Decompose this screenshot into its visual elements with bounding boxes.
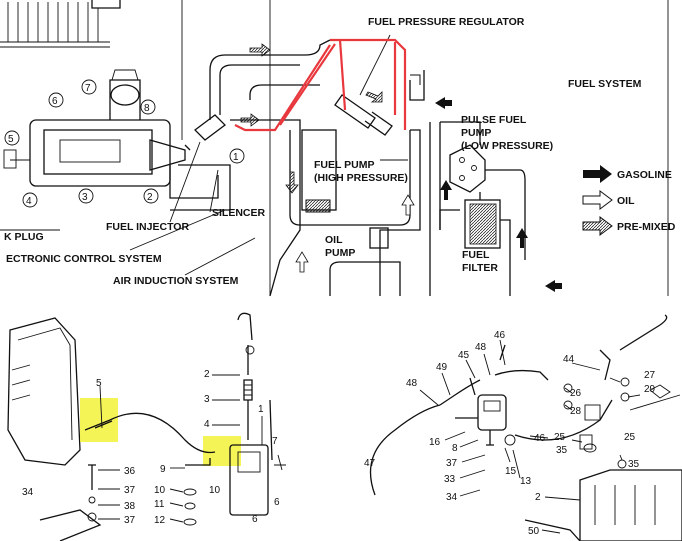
callout-50: 50 xyxy=(528,526,540,537)
callout-6b: 6 xyxy=(274,497,280,508)
label-fuel-injector: FUEL INJECTOR xyxy=(106,221,189,233)
engine-cylinder xyxy=(3,69,186,187)
legend-oil: OIL xyxy=(617,195,635,207)
svg-text:7: 7 xyxy=(85,83,91,94)
callout-33: 33 xyxy=(444,474,456,485)
label-fuel-filter-line1: FUEL xyxy=(462,249,490,261)
callout-46a: 46 xyxy=(494,330,506,341)
label-oil-pump-line1: OIL xyxy=(325,234,343,246)
svg-text:2: 2 xyxy=(147,192,153,203)
fuel-return-flow xyxy=(234,38,407,132)
label-air-induction: AIR INDUCTION SYSTEM xyxy=(113,275,239,287)
highlight-hose-9 xyxy=(203,436,241,466)
callout-47: 47 xyxy=(364,458,376,469)
callout-15: 15 xyxy=(505,466,517,477)
label-oil-pump-line2: PUMP xyxy=(325,247,355,259)
legend-pre-mixed: PRE-MIXED xyxy=(617,221,676,233)
callout-44: 44 xyxy=(563,354,575,365)
callout-46b: 46 xyxy=(534,433,546,444)
callout-25b: 25 xyxy=(624,432,636,443)
label-pulse-pump-line3: (LOW PRESSURE) xyxy=(461,140,553,152)
callout-35a: 35 xyxy=(556,445,568,456)
flow-legend: GASOLINE OIL PRE-MIXED xyxy=(582,165,676,236)
callout-10b: 10 xyxy=(209,485,221,496)
callout-29: 29 xyxy=(644,384,656,395)
callout-26: 26 xyxy=(570,388,582,399)
svg-text:5: 5 xyxy=(8,134,14,145)
label-fuel-filter-line2: FILTER xyxy=(462,262,498,274)
callout-1: 1 xyxy=(258,404,264,415)
injector-and-hoses xyxy=(169,39,331,297)
callout-5: 5 xyxy=(96,378,102,389)
legend-gasoline: GASOLINE xyxy=(617,169,672,181)
label-pulse-pump-line2: PUMP xyxy=(461,127,491,139)
label-pulse-pump-line1: PULSE FUEL xyxy=(461,114,527,126)
signal-wires xyxy=(0,0,121,48)
callout-38: 38 xyxy=(124,501,136,512)
fuel-system-schematic: 5 7 6 8 4 3 2 1 xyxy=(0,0,676,297)
svg-text:6: 6 xyxy=(52,96,58,107)
svg-text:4: 4 xyxy=(26,196,32,207)
svg-text:3: 3 xyxy=(82,192,88,203)
fuel-filter xyxy=(439,192,511,296)
svg-text:8: 8 xyxy=(144,103,150,114)
callout-36: 36 xyxy=(124,466,136,477)
label-fuel-pump-line1: FUEL PUMP xyxy=(314,159,374,171)
callout-48a: 48 xyxy=(475,342,487,353)
callout-6a: 6 xyxy=(252,514,258,525)
label-fuel-pump-line2: (HIGH PRESSURE) xyxy=(314,172,408,184)
vapor-separator-tank xyxy=(289,122,441,296)
callout-27: 27 xyxy=(644,370,656,381)
highlight-hose-5 xyxy=(80,398,118,442)
callout-25a: 25 xyxy=(554,432,566,443)
fuel-pressure-regulator xyxy=(334,34,393,136)
label-spark-plug: K PLUG xyxy=(4,231,44,243)
callout-48b: 48 xyxy=(406,378,418,389)
callout-37b: 37 xyxy=(124,515,136,526)
callout-11: 11 xyxy=(154,499,165,510)
left-parts-diagram: 5 2 3 4 1 7 9 10 10 11 12 36 37 38 37 34… xyxy=(7,312,286,541)
callout-16: 16 xyxy=(429,437,441,448)
callout-35b: 35 xyxy=(628,459,640,470)
pulse-fuel-pump xyxy=(440,121,526,260)
gasoline-arrow-icon xyxy=(583,165,612,183)
label-electronic-control: ECTRONIC CONTROL SYSTEM xyxy=(6,253,162,265)
callout-2: 2 xyxy=(204,369,210,380)
callout-12: 12 xyxy=(154,515,166,526)
label-fuel-pressure-regulator: FUEL PRESSURE REGULATOR xyxy=(368,16,525,28)
flow-arrows xyxy=(240,43,562,292)
callout-37a: 37 xyxy=(124,485,136,496)
callout-49: 49 xyxy=(436,362,448,373)
callout-2: 2 xyxy=(535,492,541,503)
oil-arrow-icon xyxy=(582,190,613,210)
label-fuel-system: FUEL SYSTEM xyxy=(568,78,642,90)
callout-28: 28 xyxy=(570,406,582,417)
callout-9: 9 xyxy=(160,464,166,475)
callout-13: 13 xyxy=(520,476,532,487)
schematic-markers: 5 7 6 8 4 3 2 1 xyxy=(4,79,245,208)
callout-7: 7 xyxy=(272,436,278,447)
callout-34: 34 xyxy=(446,492,458,503)
svg-text:1: 1 xyxy=(233,152,239,163)
callout-3: 3 xyxy=(204,394,210,405)
callout-37: 37 xyxy=(446,458,458,469)
callout-4: 4 xyxy=(204,419,210,430)
callout-8: 8 xyxy=(452,443,458,454)
callout-34: 34 xyxy=(22,487,34,498)
callout-45: 45 xyxy=(458,350,470,361)
pre-mixed-arrow-icon xyxy=(582,216,613,236)
callout-10a: 10 xyxy=(154,485,166,496)
right-parts-diagram: 46 48 45 49 44 48 27 29 16 8 26 28 25 37… xyxy=(364,314,682,541)
label-silencer: SILENCER xyxy=(212,207,266,219)
